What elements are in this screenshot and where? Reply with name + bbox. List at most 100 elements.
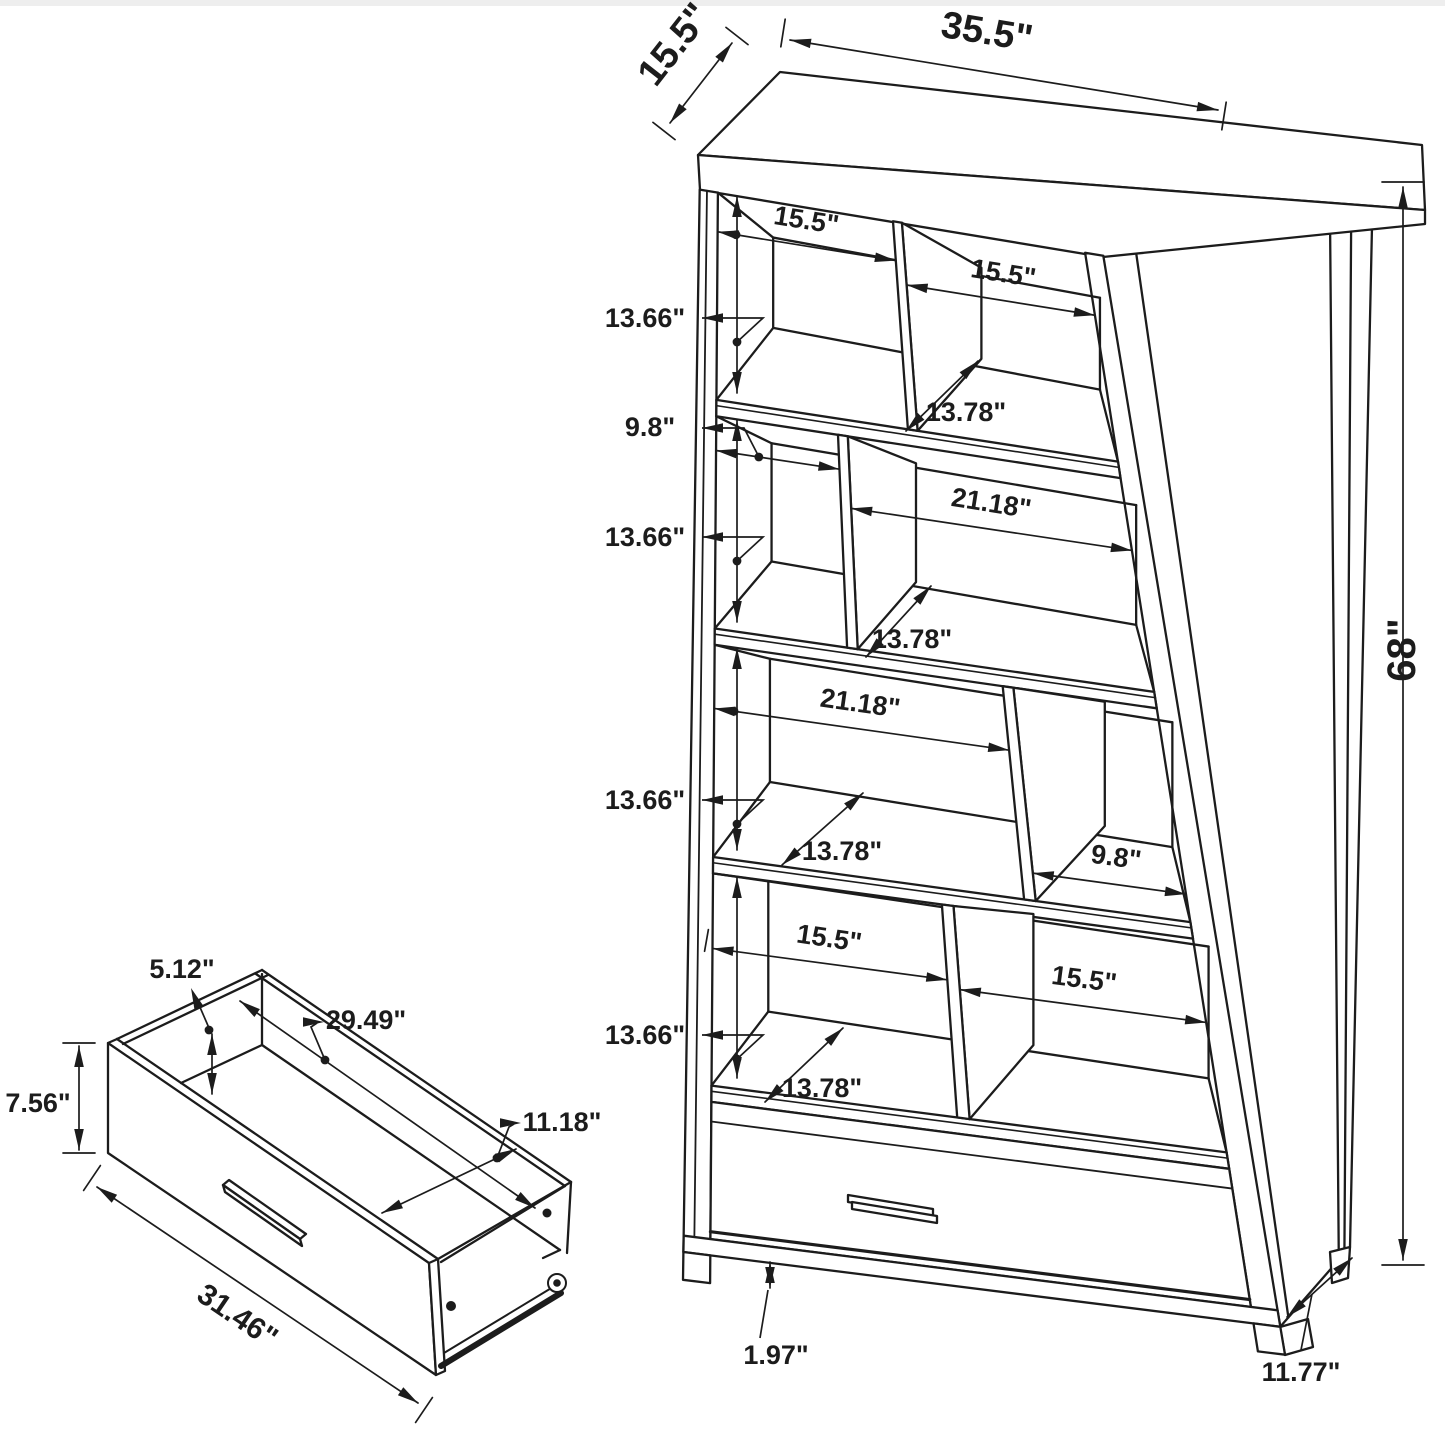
side-back-post-line [1328, 191, 1340, 1261]
side-back-edge-line [1343, 185, 1353, 1255]
left-post-inner-line [693, 189, 708, 1255]
dim-tier4-shelf-depth-label: 13.78" [782, 1073, 862, 1103]
drawer-exploded-view [106, 968, 573, 1377]
dim-tier4-height-label: 13.66" [605, 1020, 685, 1050]
arrowhead-icon [959, 987, 982, 998]
arrowhead-icon [906, 283, 929, 294]
arrowhead-icon [1398, 187, 1408, 208]
arrowhead-icon [732, 420, 742, 441]
arrowhead-icon [1184, 1014, 1207, 1025]
left-wall-top-edge [711, 872, 770, 883]
arrowhead-icon [1164, 886, 1186, 897]
leader-dot [732, 556, 742, 566]
dim-top-width-label: 35.5" [938, 4, 1036, 60]
arrowhead-icon [715, 43, 732, 63]
leader-line [1300, 1293, 1313, 1351]
arrowhead-icon [824, 1028, 843, 1046]
arrowhead-icon [790, 38, 812, 49]
tier-1 [715, 191, 1120, 463]
dim-tier2-left-width-label: 9.8" [625, 412, 675, 442]
arrowhead-icon [207, 1073, 217, 1094]
dim-tier3-shelf-depth-label: 13.78" [802, 836, 882, 866]
back-panel-top-outer [260, 968, 573, 1184]
arrowhead-icon [732, 196, 742, 217]
side-front-post-line [1134, 246, 1290, 1319]
leader-dot [732, 337, 742, 347]
arrowhead-icon [397, 1387, 418, 1403]
arrowhead-icon [732, 829, 742, 850]
back-right-corner [565, 1180, 573, 1255]
dimension-tick [725, 26, 749, 46]
right-wall-floor-edge [1098, 388, 1120, 463]
dim-base-clearance-label: 1.97" [743, 1340, 808, 1370]
floor-right-edge [541, 1248, 562, 1260]
leader-line [702, 799, 766, 825]
shelf-lip-line [712, 861, 1193, 929]
arrowhead-icon [500, 1118, 521, 1128]
shelf-lip-line [713, 633, 1156, 699]
drawer-screw [446, 1301, 456, 1311]
shelf-band-front [713, 627, 1158, 710]
arrowhead-icon [732, 601, 742, 622]
bookcase-dimensions: 35.5"15.5"68"13.66"13.66"13.66"13.66"15.… [605, 0, 1425, 1387]
drawer-slide-rail [438, 1290, 564, 1369]
arrowhead-icon [240, 1001, 260, 1017]
dim-tier2-shelf-depth-label: 13.78" [872, 624, 952, 654]
arrowhead-icon [1032, 871, 1055, 881]
leader-dot [729, 706, 739, 716]
left-wall-floor-edge [713, 560, 773, 630]
arrowhead-icon [732, 648, 742, 669]
bookcase-top-panel [696, 70, 1427, 259]
shelf-band-2 [713, 627, 1158, 710]
dim-tier1-shelf-depth-label: 13.78" [926, 397, 1006, 427]
dim-drawer-inner-height-label: 5.12" [149, 954, 214, 984]
dim-leg-depth-label: 11.77" [1262, 1357, 1341, 1387]
arrowhead-icon [1110, 542, 1132, 553]
front-left-leg [681, 1250, 712, 1285]
dim-tier2-right-width-label: 21.18" [949, 482, 1033, 524]
tier-divider [940, 903, 971, 1121]
leader-line [195, 997, 210, 1029]
left-wall-top-edge [716, 191, 775, 239]
arrowhead-icon [74, 1129, 84, 1150]
front-panel-end-cap [427, 1257, 447, 1377]
front-panel-inner-top-edge [115, 1037, 440, 1261]
arrowhead-icon [818, 461, 840, 471]
floor-back-edge [768, 780, 1174, 849]
floor-back-edge [260, 1043, 562, 1252]
leader-line [702, 1034, 766, 1060]
leader-line [702, 536, 766, 562]
arrowhead-icon [866, 638, 884, 657]
arrowhead-icon [851, 506, 873, 517]
dimension-tick [652, 121, 676, 141]
dimension-tick [82, 1164, 102, 1192]
drawer-slide-rail-top [443, 1283, 559, 1354]
arrowhead-icon [732, 877, 742, 898]
left-wall-top-edge [715, 415, 773, 445]
drawer-handle-shadow [850, 1200, 939, 1225]
back-panel-top-inner [254, 972, 567, 1188]
leader-dot [204, 1025, 214, 1035]
tier-4 [710, 872, 1228, 1154]
dim-tier3-left-width-label: 21.18" [818, 683, 902, 724]
arrowhead-icon [925, 972, 948, 982]
arrowhead-icon [959, 361, 978, 380]
top-edge-band [696, 153, 1427, 259]
bookcase-base [681, 1234, 1287, 1356]
dim-tier2-height-label: 13.66" [605, 522, 685, 552]
shelf-band-1 [715, 398, 1122, 480]
dimension-tick [703, 928, 710, 953]
arrowhead-icon [670, 103, 687, 123]
arrowhead-icon [732, 372, 742, 393]
tier-divider [891, 220, 919, 432]
leader-line [309, 1022, 326, 1061]
tier-3 [711, 643, 1192, 924]
arrowhead-icon [97, 1187, 118, 1203]
front-panel-left-top-edge [106, 1037, 119, 1045]
right-wall-floor-edge [1171, 845, 1192, 924]
dimension-tick [779, 18, 787, 48]
drawer-wheel-hub [553, 1279, 561, 1287]
arrowhead-icon [382, 1199, 403, 1213]
